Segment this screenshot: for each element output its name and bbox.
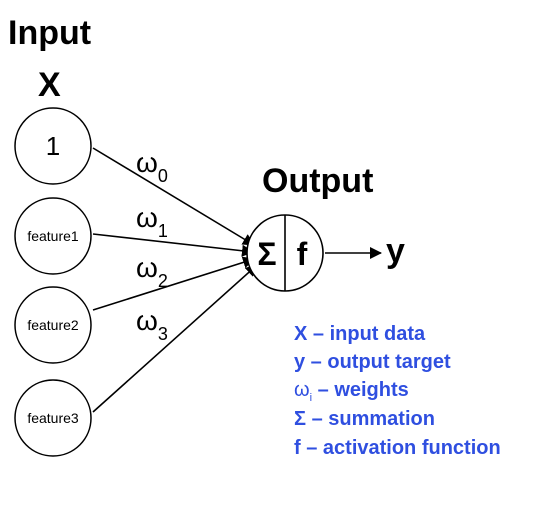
edge-w2 — [92, 256, 255, 311]
input-node-feature1: feature1 — [14, 197, 92, 275]
input-node-label: feature2 — [27, 317, 79, 333]
summation-symbol: Σ — [257, 236, 276, 272]
legend-item-y: y – output target — [294, 351, 451, 373]
weight-label-3: ω3 — [136, 305, 168, 344]
edge-w0 — [92, 147, 255, 246]
activation-symbol: f — [297, 236, 308, 272]
weight-label-0: ω0 — [136, 147, 168, 186]
input-node-bias: 1 — [14, 107, 92, 185]
input-symbol: X — [38, 66, 61, 104]
legend-item-weights: ωi – weights — [294, 379, 409, 404]
output-target-symbol: y — [386, 232, 405, 270]
input-title: Input — [8, 14, 91, 52]
input-node-label: feature3 — [27, 410, 79, 426]
legend-item-summation: Σ – summation — [294, 408, 435, 430]
weight-label-1: ω1 — [136, 202, 168, 241]
output-title: Output — [262, 162, 373, 200]
weight-label-2: ω2 — [136, 252, 168, 291]
output-neuron: Σ f — [246, 214, 324, 292]
edge-w1 — [92, 233, 254, 257]
legend-item-activation: f – activation function — [294, 437, 501, 459]
input-node-label: 1 — [46, 131, 60, 161]
edge-w3 — [92, 264, 258, 413]
input-node-feature2: feature2 — [14, 286, 92, 364]
input-node-feature3: feature3 — [14, 379, 92, 457]
input-node-label: feature1 — [27, 228, 79, 244]
legend: X – input data y – output target ωi – we… — [294, 323, 501, 459]
legend-item-x: X – input data — [294, 323, 426, 345]
